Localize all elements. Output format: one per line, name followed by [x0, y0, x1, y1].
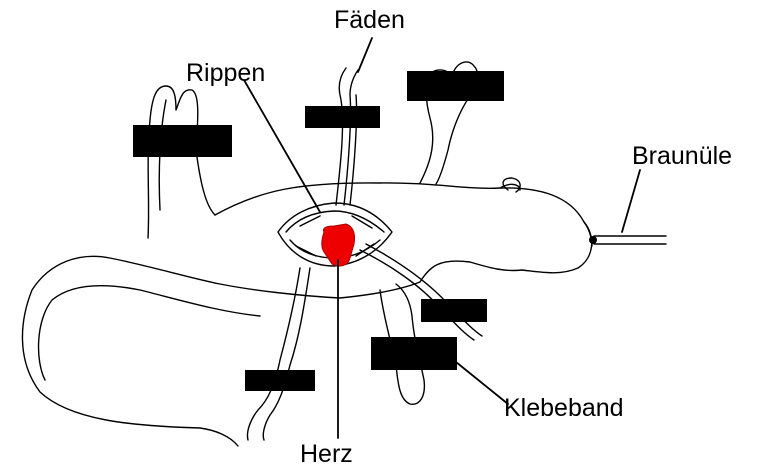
lower-threads: [360, 244, 482, 340]
leader-faeden: [358, 38, 372, 72]
label-rippen: Rippen: [186, 61, 265, 86]
threads: [336, 68, 358, 205]
label-herz: Herz: [300, 442, 353, 467]
leader-klebeband: [456, 362, 508, 404]
tape-upper-left-leg: [133, 125, 232, 157]
tape-lower-left-leg: [245, 370, 315, 391]
tape-threads: [305, 106, 380, 128]
label-braunuele: Braunüle: [632, 144, 732, 169]
tape-upper-right-leg: [407, 71, 504, 101]
tape-pieces: [133, 71, 504, 391]
leader-braunuele: [622, 170, 640, 232]
tape-lower-threads: [421, 299, 487, 322]
cannula: [594, 236, 666, 244]
tape-lower-right-leg: [371, 337, 457, 370]
label-faeden: Fäden: [334, 8, 405, 33]
leader-rippen: [244, 80, 320, 212]
label-klebeband: Klebeband: [504, 396, 624, 421]
